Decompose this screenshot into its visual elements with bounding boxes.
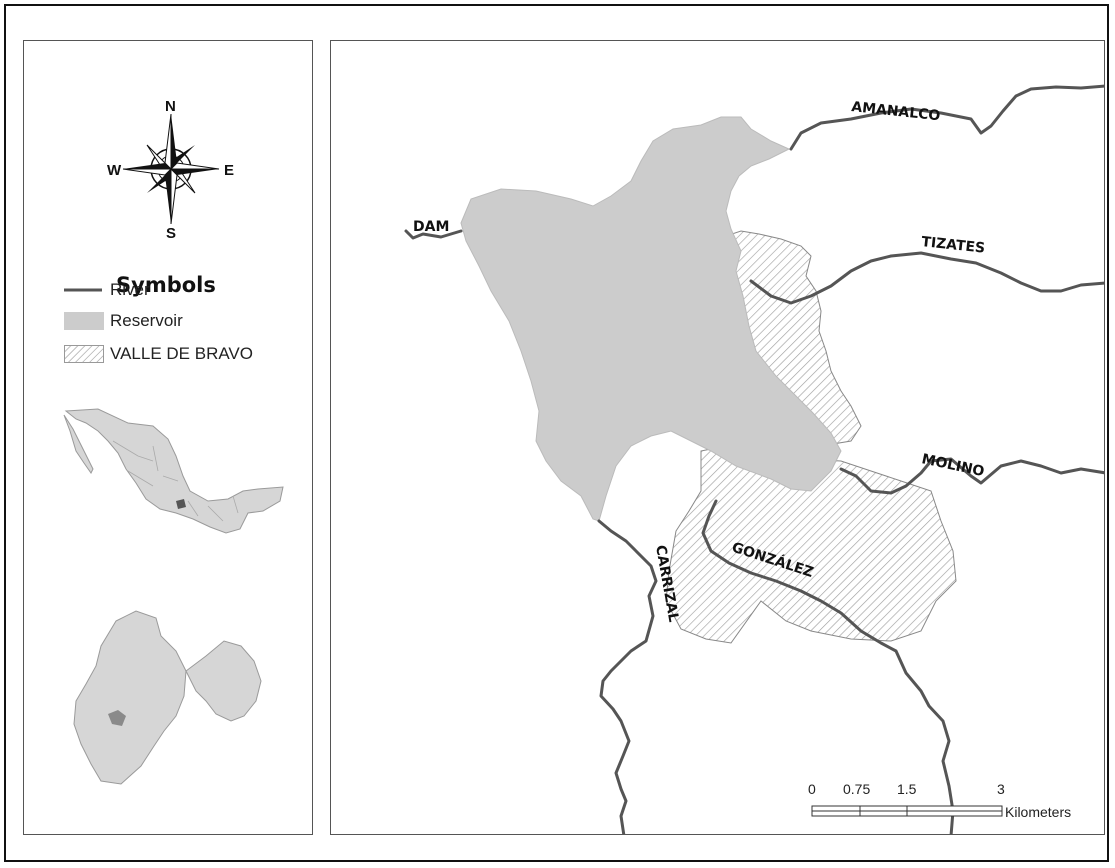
reservoir-polygon[interactable] bbox=[460, 116, 842, 522]
scale-bar bbox=[811, 805, 1003, 817]
scale-tick-1: 0.75 bbox=[843, 781, 871, 797]
river-amanalco[interactable] bbox=[789, 84, 1105, 151]
scale-tick-0: 0 bbox=[808, 781, 816, 797]
scale-unit-label: Kilometers bbox=[1005, 804, 1072, 820]
compass-south-label: S bbox=[166, 225, 177, 242]
river-molino[interactable] bbox=[839, 457, 1105, 495]
scale-tick-2: 1.5 bbox=[897, 781, 917, 797]
compass-east-label: E bbox=[224, 162, 235, 179]
legend-label-valle-de-bravo: VALLE DE BRAVO bbox=[110, 344, 253, 363]
scale-tick-3: 3 bbox=[997, 781, 1005, 797]
main-map[interactable]: AMANALCO DAM TIZATES MOLINO CARRIZAL GON… bbox=[331, 41, 1105, 835]
state-inset-map bbox=[73, 610, 262, 785]
map-frame bbox=[4, 4, 1109, 862]
compass-west-label: W bbox=[107, 162, 122, 179]
label-tizates: TIZATES bbox=[921, 234, 986, 257]
legend-label-reservoir: Reservoir bbox=[110, 311, 183, 330]
compass-rose-graphic bbox=[122, 113, 220, 225]
valle-de-bravo-region-south[interactable] bbox=[665, 445, 957, 644]
legend-item-reservoir: Reservoir bbox=[64, 310, 183, 332]
map-panel[interactable]: AMANALCO DAM TIZATES MOLINO CARRIZAL GON… bbox=[330, 40, 1105, 835]
river-dam[interactable] bbox=[404, 229, 463, 240]
label-dam: DAM bbox=[413, 219, 449, 235]
valle-de-bravo-highlight bbox=[108, 710, 126, 726]
label-amanalco: AMANALCO bbox=[851, 99, 942, 124]
hatch-fill-icon bbox=[64, 345, 104, 363]
compass-rose-icon: N S E W bbox=[107, 91, 274, 242]
legend-item-valle-de-bravo: VALLE DE BRAVO bbox=[64, 343, 253, 365]
label-molino: MOLINO bbox=[920, 451, 986, 480]
reservoir-fill-icon bbox=[64, 312, 104, 330]
compass-north-label: N bbox=[165, 98, 176, 115]
legend-title: Symbols bbox=[116, 273, 216, 297]
legend-panel: N S E W Symbols River Reservoir VALLE DE… bbox=[23, 40, 313, 835]
mexico-state-highlight bbox=[176, 499, 186, 509]
river-gonzalez[interactable] bbox=[701, 499, 955, 835]
mexico-inset-map bbox=[63, 408, 284, 534]
river-carrizal[interactable] bbox=[597, 519, 658, 835]
river-tizates[interactable] bbox=[749, 251, 1105, 305]
legend-item-river: River bbox=[64, 279, 150, 301]
legend-label-river: River bbox=[110, 280, 150, 299]
river-line-icon bbox=[64, 288, 102, 292]
